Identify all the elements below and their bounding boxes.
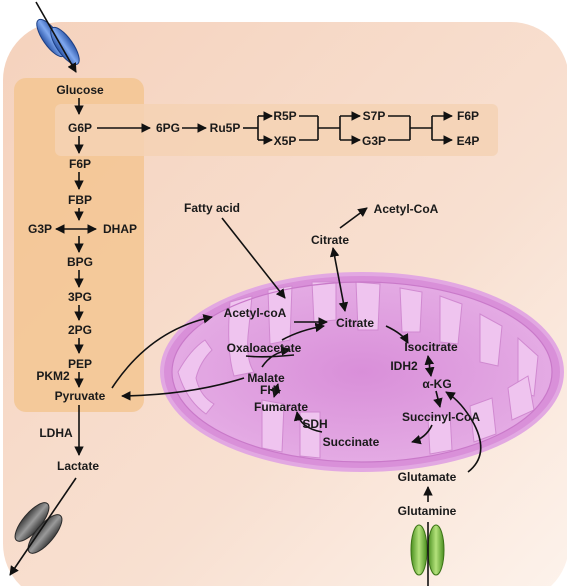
label-g3p-ppp: G3P — [362, 134, 386, 148]
label-pep: PEP — [68, 357, 92, 371]
label-f6p: F6P — [69, 157, 91, 171]
glutamine-transporter-icon — [410, 524, 445, 576]
label-ldha: LDHA — [39, 426, 73, 440]
label-ru5p: Ru5P — [210, 121, 241, 135]
label-glutamate: Glutamate — [398, 470, 457, 484]
label-x5p: X5P — [274, 134, 297, 148]
label-g3p: G3P — [28, 222, 52, 236]
label-succinyl-coa: Succinyl-CoA — [402, 410, 480, 424]
label-g6p: G6P — [68, 121, 92, 135]
lactate-transporter-icon — [14, 502, 63, 554]
label-pkm2: PKM2 — [36, 369, 70, 383]
label-isocitrate: Isocitrate — [404, 340, 458, 354]
label-fh: FH — [260, 383, 276, 397]
label-3pg: 3PG — [68, 290, 92, 304]
label-lactate: Lactate — [57, 459, 99, 473]
label-acetyl-coa: Acetyl-coA — [224, 306, 287, 320]
lipid-labels: Fatty acid Citrate Acetyl-CoA — [184, 201, 439, 247]
label-acetyl-coa-cytosol: Acetyl-CoA — [374, 202, 439, 216]
label-r5p: R5P — [273, 109, 296, 123]
label-glucose: Glucose — [56, 83, 104, 97]
tca-labels: Acetyl-coA Citrate Isocitrate IDH2 α-KG … — [224, 306, 481, 449]
pentose-phosphate-region — [55, 104, 498, 156]
label-f6p-ppp: F6P — [457, 109, 479, 123]
label-fumarate: Fumarate — [254, 400, 308, 414]
label-succinate: Succinate — [323, 435, 380, 449]
label-fatty-acid: Fatty acid — [184, 201, 240, 215]
glutaminolysis-labels: Glutamate Glutamine — [398, 470, 457, 518]
label-6pg: 6PG — [156, 121, 180, 135]
label-oxaloacetate: Oxaloacetate — [227, 341, 302, 355]
label-malate: Malate — [247, 371, 285, 385]
label-fbp: FBP — [68, 193, 92, 207]
label-2pg: 2PG — [68, 323, 92, 337]
label-pyruvate: Pyruvate — [55, 389, 106, 403]
glycolysis-labels: Glucose G6P F6P FBP G3P DHAP BPG 3PG 2PG… — [28, 83, 137, 473]
label-idh2: IDH2 — [390, 359, 418, 373]
glucose-transporter-icon — [36, 18, 80, 66]
label-dhap: DHAP — [103, 222, 137, 236]
label-citrate-cytosol: Citrate — [311, 233, 349, 247]
pathway-arrows — [9, 1, 482, 586]
mitochondrion-icon — [160, 272, 564, 472]
label-e4p: E4P — [457, 134, 480, 148]
label-s7p: S7P — [363, 109, 386, 123]
pentose-phosphate-labels: 6PG Ru5P R5P X5P S7P G3P F6P E4P — [156, 109, 479, 148]
label-akg: α-KG — [422, 377, 451, 391]
label-sdh: SDH — [302, 417, 327, 431]
label-citrate: Citrate — [336, 316, 374, 330]
label-bpg: BPG — [67, 255, 93, 269]
label-glutamine: Glutamine — [398, 504, 457, 518]
